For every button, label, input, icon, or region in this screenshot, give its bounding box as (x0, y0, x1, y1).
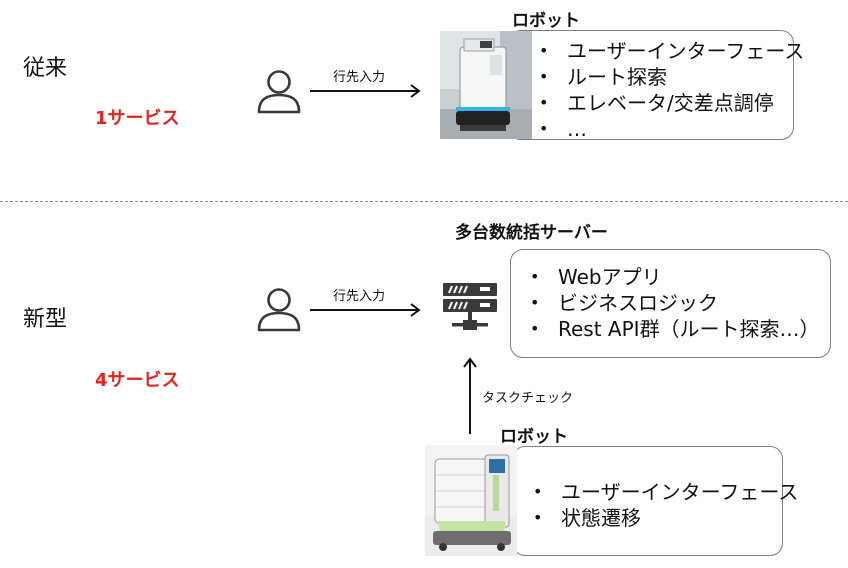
legacy-robot-title: ロボット (512, 11, 580, 31)
new-label: 新型 (23, 307, 68, 332)
new-robot-feature-box: ユーザーインターフェース 状態遷移 (512, 446, 798, 556)
new-service-count: 4サービス (95, 370, 180, 391)
legacy-service-count: 1サービス (95, 108, 180, 129)
server-icon (443, 283, 497, 330)
feature-item: ユーザーインターフェース (539, 38, 804, 64)
task-check-arrow (463, 357, 477, 434)
task-check-label: タスクチェック (482, 391, 574, 406)
legacy-arrow (310, 84, 421, 98)
person-icon (257, 70, 301, 114)
feature-item: ユーザーインターフェース (533, 479, 798, 505)
feature-item: ビジネスロジック (530, 290, 820, 316)
feature-item: Webアプリ (530, 264, 820, 290)
new-robot-title: ロボット (500, 427, 568, 447)
section-divider (0, 201, 848, 202)
server-feature-list: Webアプリ ビジネスロジック Rest API群（ルート探索…） (530, 264, 820, 342)
new-arrow-label: 行先入力 (333, 289, 386, 304)
new-arrow (310, 303, 421, 317)
feature-item: 状態遷移 (533, 505, 798, 531)
new-robot-feature-list: ユーザーインターフェース 状態遷移 (533, 479, 798, 531)
legacy-robot-feature-list: ユーザーインターフェース ルート探索 エレベータ/交差点調停 … (539, 38, 804, 142)
legacy-robot-feature-box: ユーザーインターフェース ルート探索 エレベータ/交差点調停 … (508, 30, 804, 142)
legacy-arrow-label: 行先入力 (333, 70, 386, 85)
feature-item: Rest API群（ルート探索…） (530, 316, 820, 342)
legacy-label: 従来 (23, 56, 68, 81)
server-title: 多台数統括サーバー (455, 223, 608, 243)
server-feature-box: Webアプリ ビジネスロジック Rest API群（ルート探索…） (510, 249, 831, 358)
robot-photo (440, 31, 532, 139)
feature-item: ルート探索 (539, 64, 804, 90)
feature-item: … (539, 116, 804, 142)
person-icon (257, 288, 301, 332)
robot-photo (425, 445, 517, 556)
feature-item: エレベータ/交差点調停 (539, 90, 804, 116)
